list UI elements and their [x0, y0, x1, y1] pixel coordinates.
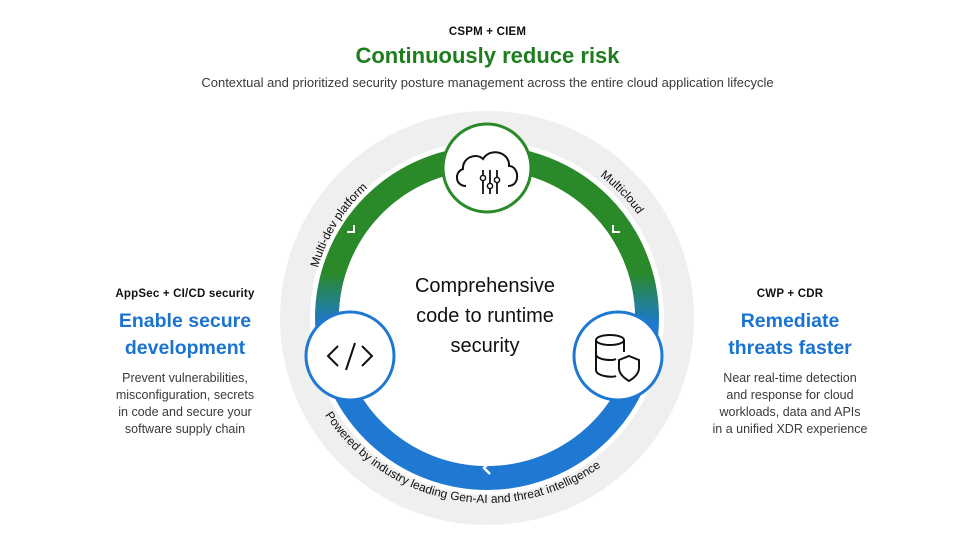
right-headline-line2: threats faster: [728, 337, 852, 359]
left-desc-line4: software supply chain: [124, 422, 246, 436]
center-title-line2: code to runtime: [416, 305, 554, 327]
right-desc-line1: Near real-time detection: [723, 371, 857, 385]
left-desc-line2: misconfiguration, secrets: [115, 388, 255, 402]
right-desc-line4: in a unified XDR experience: [712, 422, 868, 436]
database-shield-icon: [572, 310, 664, 402]
left-eyebrow: AppSec + CI/CD security: [115, 288, 255, 300]
left-section: AppSec + CI/CD security Enable secure de…: [90, 288, 280, 438]
top-headline: Continuously reduce risk: [355, 43, 620, 68]
right-section: CWP + CDR Remediate threats faster Near …: [692, 288, 888, 438]
right-desc-line2: and response for cloud: [726, 388, 854, 402]
left-headline-line2: development: [124, 337, 246, 359]
right-eyebrow: CWP + CDR: [756, 288, 824, 300]
left-desc-line3: in code and secure your: [118, 405, 252, 419]
left-desc-line1: Prevent vulnerabilities,: [122, 371, 248, 385]
center-disc: [339, 170, 635, 466]
right-headline: Remediate threats faster: [692, 308, 888, 362]
cloud-settings-icon: [441, 122, 533, 214]
left-headline-line1: Enable secure: [118, 310, 252, 332]
left-description: Prevent vulnerabilities, misconfiguratio…: [90, 370, 280, 438]
center-title-line3: security: [451, 335, 520, 357]
chevron-icon-left: [347, 225, 355, 233]
top-description: Contextual and prioritized security post…: [201, 75, 774, 90]
right-headline-line1: Remediate: [740, 310, 840, 332]
left-headline: Enable secure development: [90, 308, 280, 362]
center-title-line1: Comprehensive: [415, 275, 555, 297]
top-eyebrow: CSPM + CIEM: [448, 26, 527, 38]
code-brackets-icon: [304, 310, 396, 402]
right-desc-line3: workloads, data and APIs: [719, 405, 861, 419]
chevron-icon-right: [612, 225, 620, 233]
top-section: CSPM + CIEM Continuously reduce risk Con…: [0, 26, 975, 90]
chevron-left-icon-bottom: [482, 461, 491, 475]
right-description: Near real-time detection and response fo…: [692, 370, 888, 438]
